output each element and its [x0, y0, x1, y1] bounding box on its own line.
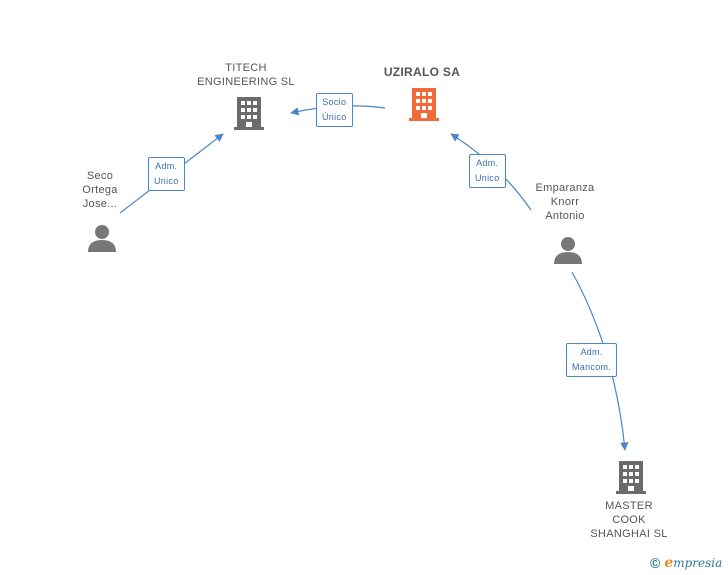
- edge-label-socio-line-2: Único: [322, 112, 347, 122]
- building-icon-main[interactable]: [407, 86, 441, 122]
- edge-label-adm-emparanza-line-2: Unico: [475, 173, 500, 183]
- edge-label-adm-unico-emparanza[interactable]: Adm. Unico: [469, 154, 506, 188]
- copyright-symbol: ©: [650, 555, 661, 571]
- edge-label-adm-emparanza-line-1: Adm.: [476, 158, 499, 168]
- empresia-logo-initial: e: [664, 555, 674, 571]
- node-seco-line-2[interactable]: Ortega: [82, 184, 118, 196]
- footer-brand[interactable]: ©empresia: [650, 555, 722, 573]
- edge-label-adm-unico-seco[interactable]: Adm. Unico: [148, 157, 185, 191]
- node-emparanza-line-1[interactable]: Emparanza: [535, 182, 595, 194]
- node-uziralo-label[interactable]: UZIRALO SA: [372, 65, 472, 79]
- node-master-line-1[interactable]: MASTER: [605, 500, 653, 512]
- building-icon-master[interactable]: [614, 459, 648, 495]
- node-emparanza-line-2[interactable]: Knorr: [550, 196, 580, 208]
- edge-label-adm-seco-line-2: Unico: [154, 176, 179, 186]
- person-icon-seco[interactable]: [87, 223, 117, 253]
- node-emparanza-line-3[interactable]: Antonio: [545, 210, 585, 222]
- node-titech-line-2[interactable]: ENGINEERING SL: [197, 76, 295, 88]
- building-icon-titech[interactable]: [232, 95, 266, 131]
- node-seco-line-1[interactable]: Seco: [86, 170, 114, 182]
- node-uziralo-name[interactable]: UZIRALO SA: [383, 65, 461, 79]
- edge-label-mancom-line-1: Adm.: [580, 347, 603, 357]
- node-seco-label[interactable]: Seco Ortega Jose...: [60, 169, 140, 211]
- empresia-logo[interactable]: empresia: [664, 555, 723, 571]
- edge-label-socio-line-1: Socio: [322, 97, 347, 107]
- edge-label-mancom-line-2: Mancom.: [572, 362, 612, 372]
- empresia-logo-rest: mpresia: [673, 556, 723, 570]
- node-seco-line-3[interactable]: Jose...: [82, 198, 118, 210]
- person-icon-emparanza[interactable]: [553, 235, 583, 265]
- node-titech-label[interactable]: TITECH ENGINEERING SL: [190, 61, 302, 89]
- node-emparanza-label[interactable]: Emparanza Knorr Antonio: [520, 181, 610, 223]
- edge-label-socio-unico[interactable]: Socio Único: [316, 93, 353, 127]
- node-titech-line-1[interactable]: TITECH: [225, 62, 267, 74]
- node-master-line-3[interactable]: SHANGHAI SL: [590, 528, 668, 540]
- node-master-line-2[interactable]: COOK: [612, 514, 646, 526]
- node-master-label[interactable]: MASTER COOK SHANGHAI SL: [578, 499, 680, 541]
- edge-label-adm-mancom[interactable]: Adm. Mancom.: [566, 343, 618, 377]
- edge-label-adm-seco-line-1: Adm.: [155, 161, 178, 171]
